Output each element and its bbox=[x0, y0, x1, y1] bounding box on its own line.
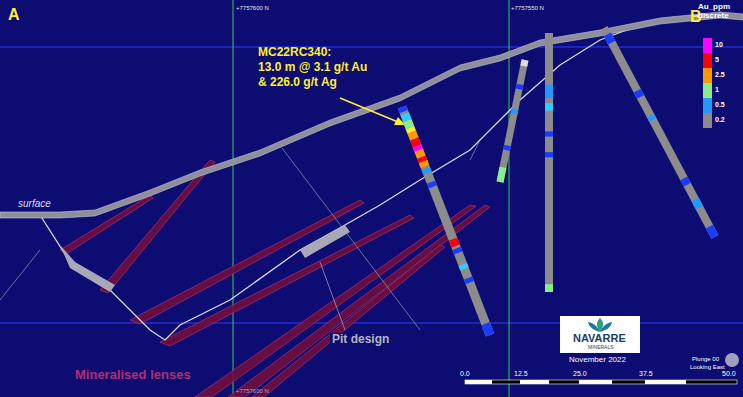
scale-number: 0.0 bbox=[460, 370, 470, 378]
legend-swatch bbox=[703, 113, 712, 128]
pit-wall bbox=[60, 245, 115, 292]
assay-interval bbox=[419, 150, 422, 157]
assay-interval bbox=[637, 91, 640, 97]
assay-interval bbox=[468, 278, 470, 283]
legend-text: 10 bbox=[715, 41, 723, 49]
scale-bar bbox=[465, 380, 737, 384]
assay-interval bbox=[514, 109, 515, 114]
logo-subtitle: MINERALS bbox=[588, 345, 614, 351]
northing-label: +7757600 N bbox=[236, 5, 269, 12]
callout-text: 13.0 m @ 3.1 g/t Au bbox=[258, 61, 367, 75]
legend-swatch bbox=[703, 53, 712, 68]
surface-label: surface bbox=[18, 198, 51, 210]
pit-design-label: Pit design bbox=[330, 333, 391, 347]
grid-line bbox=[509, 0, 510, 397]
assay-interval bbox=[545, 103, 553, 111]
legend-swatch bbox=[703, 98, 712, 113]
assay-interval bbox=[545, 284, 553, 292]
northing-label: +7757600 N bbox=[236, 388, 269, 395]
pit-design-line bbox=[40, 25, 640, 340]
pit-wall bbox=[300, 225, 350, 258]
assay-interval bbox=[457, 248, 459, 253]
callout-text: & 226.0 g/t Ag bbox=[258, 76, 337, 90]
legend-title: Au_ppm discrete bbox=[698, 2, 740, 20]
assay-interval bbox=[651, 116, 653, 120]
legend-text: 0.2 bbox=[715, 116, 725, 124]
assay-interval bbox=[414, 139, 417, 146]
assay-interval bbox=[507, 145, 508, 150]
grid-line bbox=[233, 0, 234, 397]
wireframe-lines bbox=[0, 140, 480, 330]
northing-label: +7757550 N bbox=[511, 5, 544, 12]
orientation-icon bbox=[725, 353, 739, 367]
lenses-label: Mineralised lenses bbox=[75, 368, 191, 383]
drillhole bbox=[545, 33, 553, 292]
assay-interval bbox=[524, 60, 525, 66]
assay-interval bbox=[545, 85, 553, 98]
assay-interval bbox=[463, 264, 465, 269]
assay-interval bbox=[412, 132, 415, 139]
grid-line bbox=[0, 47, 743, 48]
assay-interval bbox=[709, 227, 715, 237]
assay-interval bbox=[410, 128, 412, 133]
legend-swatch bbox=[703, 83, 712, 98]
assay-interval bbox=[402, 107, 404, 112]
mineralised-lenses bbox=[60, 160, 490, 397]
legend-text: 1 bbox=[715, 86, 719, 94]
assay-interval bbox=[453, 239, 456, 246]
assay-interval bbox=[695, 199, 699, 207]
scale-number: 37.5 bbox=[639, 370, 653, 378]
logo-name: NAVARRE bbox=[573, 332, 626, 345]
surface-band bbox=[0, 12, 743, 218]
assay-interval bbox=[500, 167, 503, 182]
logo-leaves bbox=[588, 318, 612, 332]
assay-interval bbox=[684, 178, 687, 184]
assay-interval bbox=[486, 324, 490, 335]
assay-interval bbox=[607, 34, 611, 42]
assay-interval bbox=[405, 114, 408, 121]
assay-interval bbox=[519, 84, 520, 89]
legend-swatch bbox=[703, 38, 712, 53]
callout-arrow bbox=[340, 98, 398, 122]
assay-interval bbox=[545, 152, 553, 157]
logo-panel bbox=[560, 316, 640, 353]
scale-number: 25.0 bbox=[573, 370, 587, 378]
legend-swatch bbox=[703, 68, 712, 83]
date-label: November 2022 bbox=[569, 355, 626, 364]
legend-text: 2.5 bbox=[715, 71, 725, 79]
scale-number: 12.5 bbox=[514, 370, 528, 378]
drillholes bbox=[402, 28, 715, 335]
assay-interval bbox=[407, 121, 410, 128]
assay-interval bbox=[426, 169, 428, 174]
drillhole bbox=[500, 60, 525, 182]
view-label: Plunge 00 bbox=[692, 356, 719, 363]
drillhole bbox=[604, 28, 715, 237]
leader-line bbox=[320, 262, 345, 330]
legend-text: 5 bbox=[715, 56, 719, 64]
view-label: Looking East bbox=[690, 364, 725, 371]
callout-text: MC22RC340: bbox=[258, 46, 331, 60]
legend-text: 0.5 bbox=[715, 101, 725, 109]
scale-number: 50.0 bbox=[722, 370, 736, 378]
assay-interval bbox=[545, 131, 553, 136]
section-end-label: A bbox=[8, 6, 20, 24]
assay-interval bbox=[431, 182, 433, 187]
assay-interval bbox=[421, 157, 423, 162]
assay-interval bbox=[417, 146, 419, 151]
assay-interval bbox=[423, 162, 425, 167]
drillhole bbox=[402, 107, 490, 335]
